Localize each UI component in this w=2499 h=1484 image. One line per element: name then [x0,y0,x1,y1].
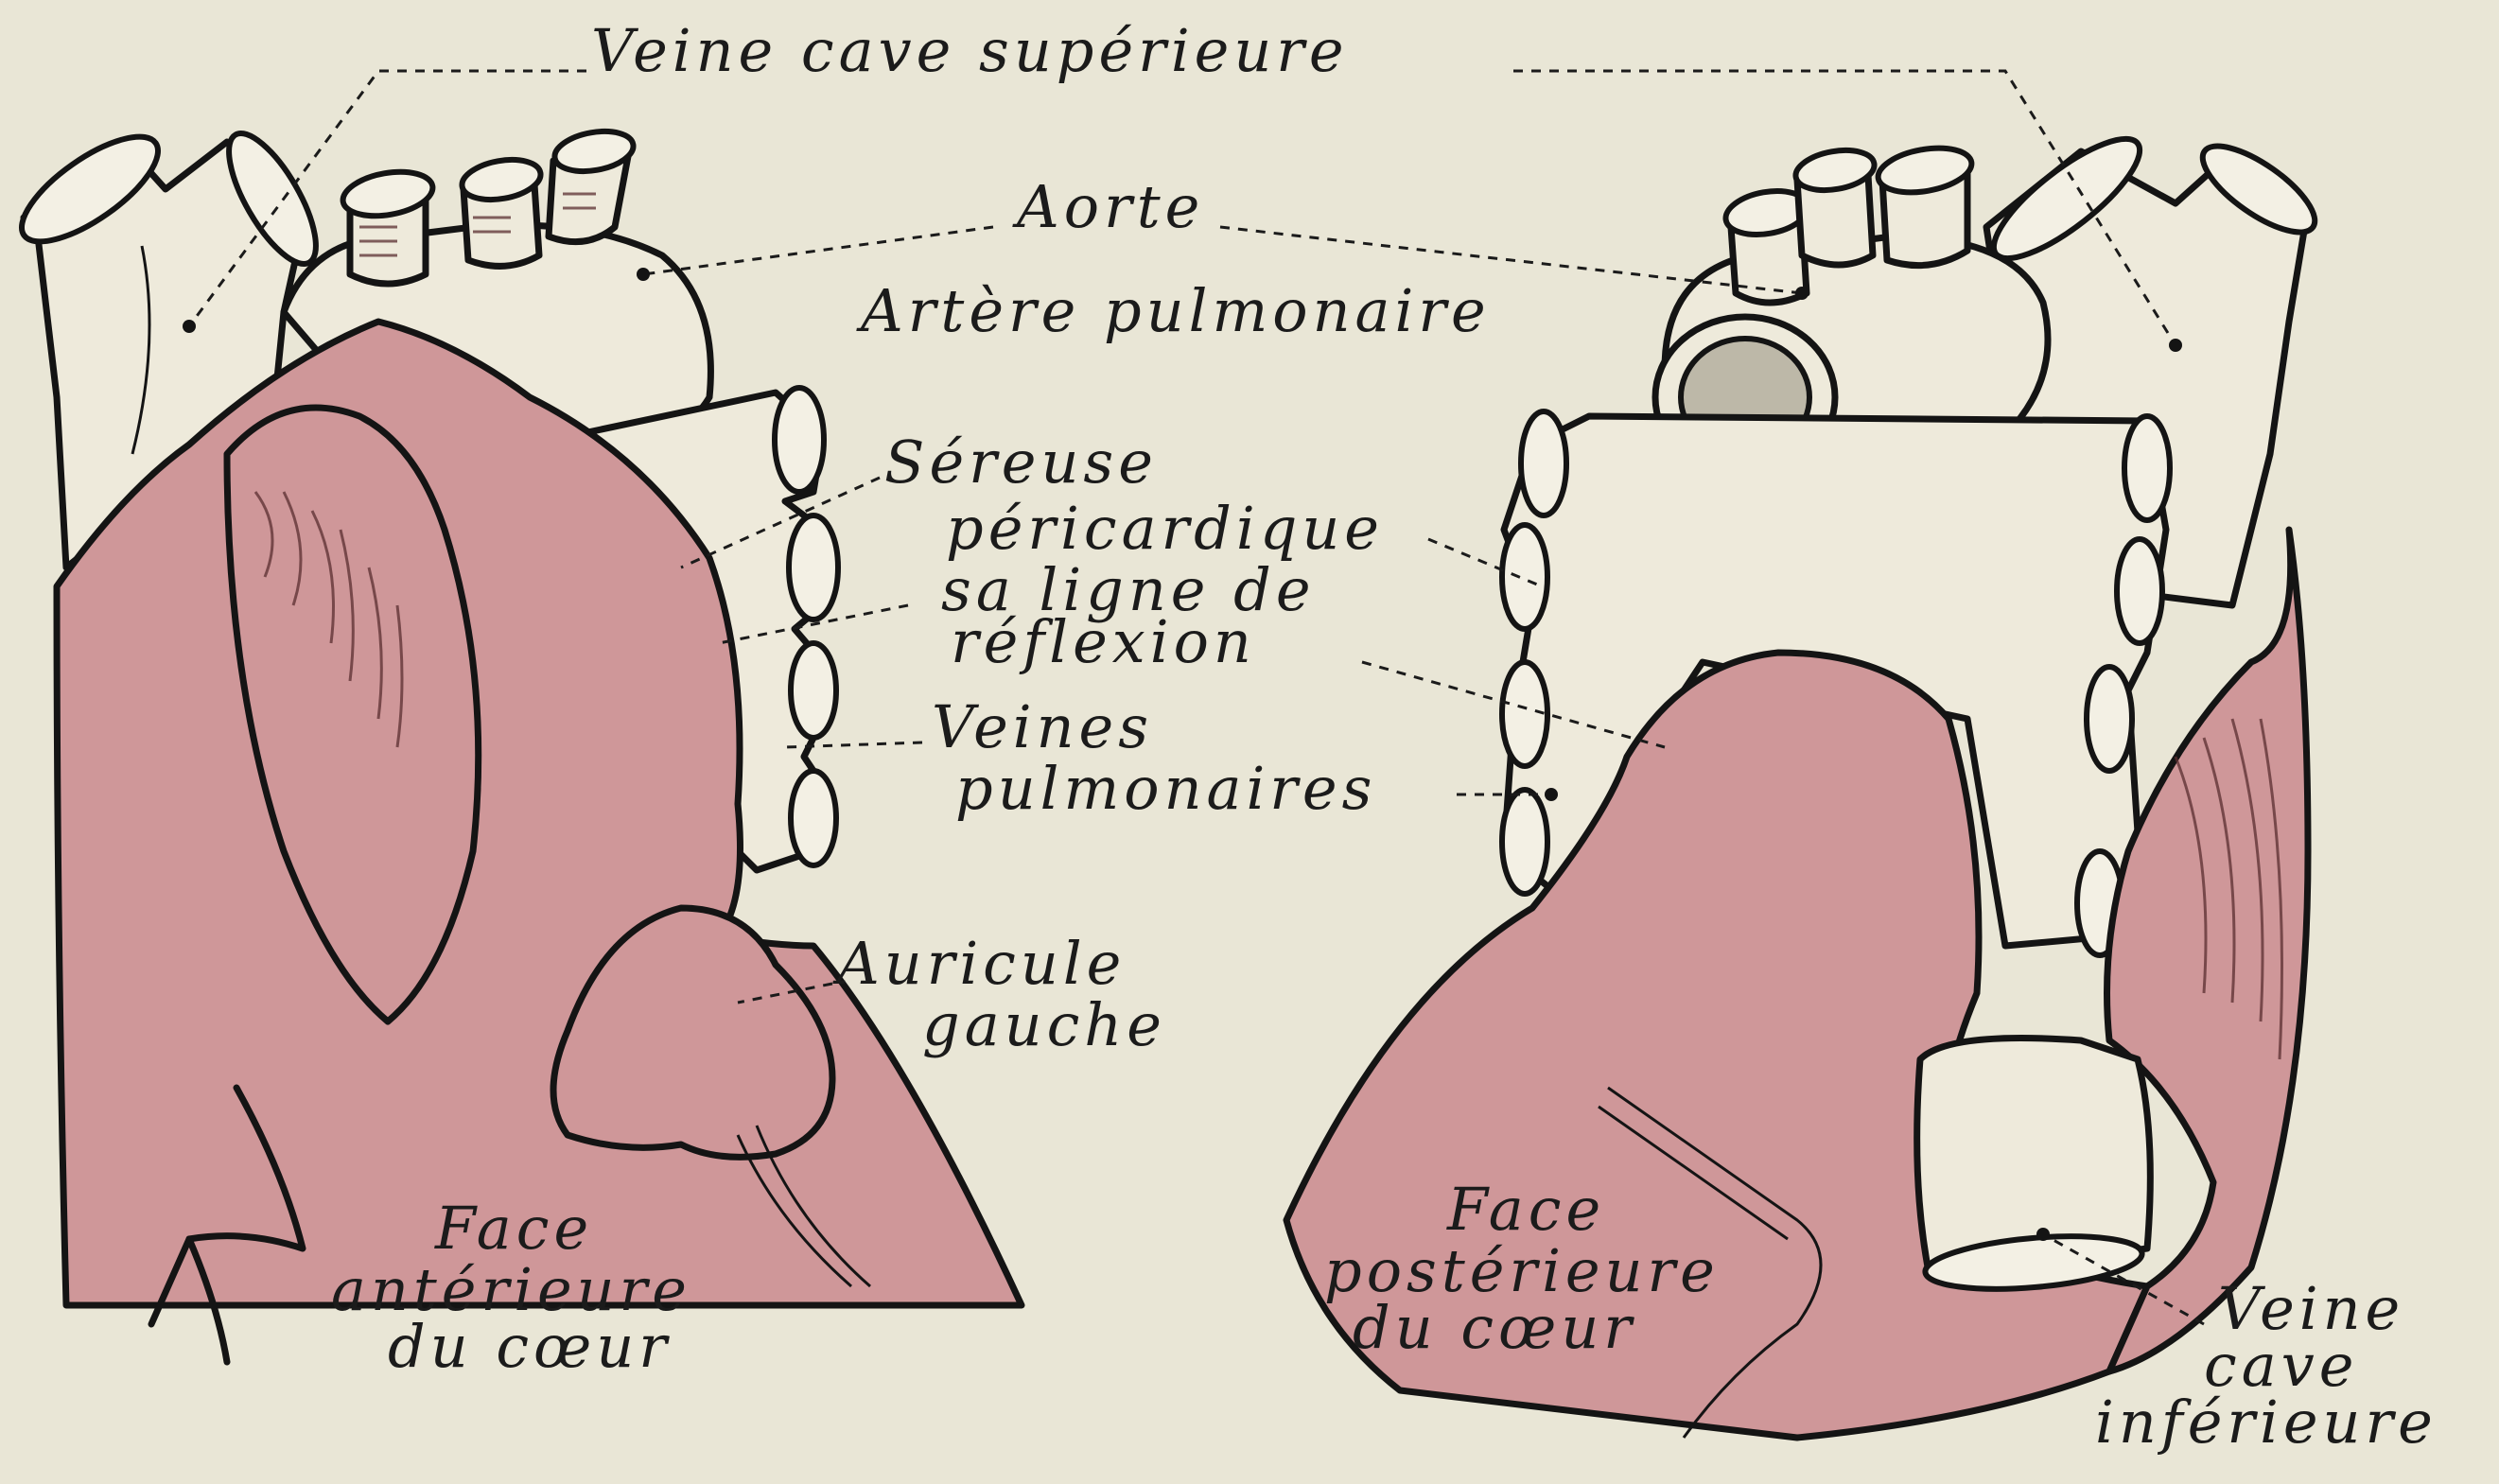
label-auricule-line2: gauche [922,990,1166,1059]
label-face-ant-line1: Face [434,1194,593,1263]
label-veines-line2: pulmonaires [955,754,1376,823]
label-aorte: Aorte [1012,172,1204,241]
label-auricule-line1: Auricule [832,929,1126,998]
label-sereuse-line4: réflexion [951,607,1256,676]
label-vci-line3: inférieure [2095,1388,2438,1457]
label-face-ant-line3: du cœur [388,1312,672,1381]
label-sereuse-line1: Séreuse [884,428,1158,497]
label-veines-line1: Veines [932,692,1153,761]
label-artere-pulmonaire: Artère pulmonaire [856,276,1491,345]
label-face-post-line3: du cœur [1353,1293,1636,1362]
inferior-vena-cava [1917,1039,2151,1297]
label-face-post-line1: Face [1446,1175,1605,1244]
anterior-heart-surface [57,322,1022,1305]
label-sereuse-line2: péricardique [946,494,1384,563]
label-veine-cave-superieure: Veine cave supérieure [591,16,1349,85]
